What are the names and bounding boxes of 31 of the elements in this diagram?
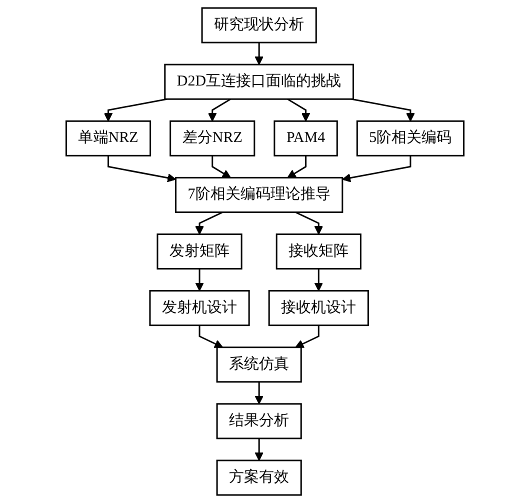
node-box: 接收矩阵 (276, 233, 362, 270)
arrow (208, 98, 231, 122)
arrow (104, 98, 168, 122)
node-box: 系统仿真 (216, 346, 302, 383)
node-box: 方案有效 (216, 460, 302, 496)
arrow (198, 325, 224, 348)
node-box: 结果分析 (216, 403, 302, 440)
arrow (195, 268, 204, 292)
node-box: 发射机设计 (149, 290, 250, 326)
node-box: 接收机设计 (268, 290, 369, 326)
arrow (108, 156, 176, 182)
arrow (351, 98, 415, 122)
arrow (195, 212, 224, 235)
node-box: D2D互连接口面临的挑战 (164, 64, 354, 100)
node-box: 发射矩阵 (156, 233, 242, 270)
node-box: PAM4 (274, 120, 338, 156)
arrow (254, 42, 264, 65)
node-box: 单端NRZ (65, 120, 152, 156)
arrow (287, 156, 307, 178)
node-box: 差分NRZ (170, 120, 256, 156)
arrow (295, 212, 324, 235)
arrow (254, 382, 264, 404)
arrow (254, 438, 264, 461)
node-box: 研究现状分析 (201, 7, 317, 44)
node-box: 5阶相关编码 (356, 120, 465, 156)
arrow (342, 156, 412, 182)
arrow (212, 156, 231, 178)
arrow (287, 98, 310, 122)
arrow (295, 325, 320, 348)
node-box: 7阶相关编码理论推导 (175, 176, 344, 213)
arrow (314, 268, 324, 292)
